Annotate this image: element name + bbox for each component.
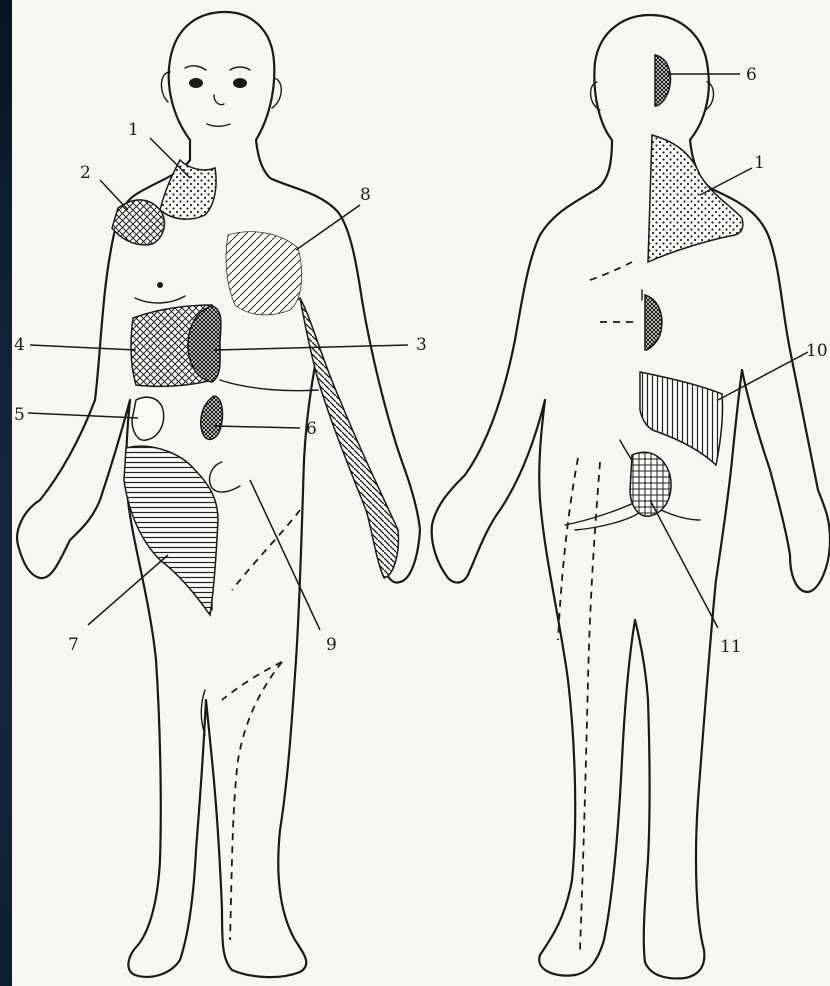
label-4-front: 4 [14, 335, 25, 355]
label-8-front: 8 [360, 185, 371, 205]
front-region-8-chest [226, 232, 302, 315]
label-5-front: 5 [14, 405, 25, 425]
label-6-back: 6 [746, 65, 757, 85]
front-right-eye [233, 78, 247, 88]
label-3-shared: 3 [416, 335, 427, 355]
label-9-front: 9 [326, 635, 337, 655]
label-2-front: 2 [80, 163, 91, 183]
label-10-back: 10 [806, 341, 828, 361]
label-1-front: 1 [128, 120, 139, 140]
label-6-front: 6 [306, 419, 317, 439]
label-1-back: 1 [754, 153, 765, 173]
label-7-front: 7 [68, 635, 79, 655]
front-left-eye [189, 78, 203, 88]
front-left-nipple [157, 282, 163, 288]
label-11-back: 11 [720, 637, 742, 657]
